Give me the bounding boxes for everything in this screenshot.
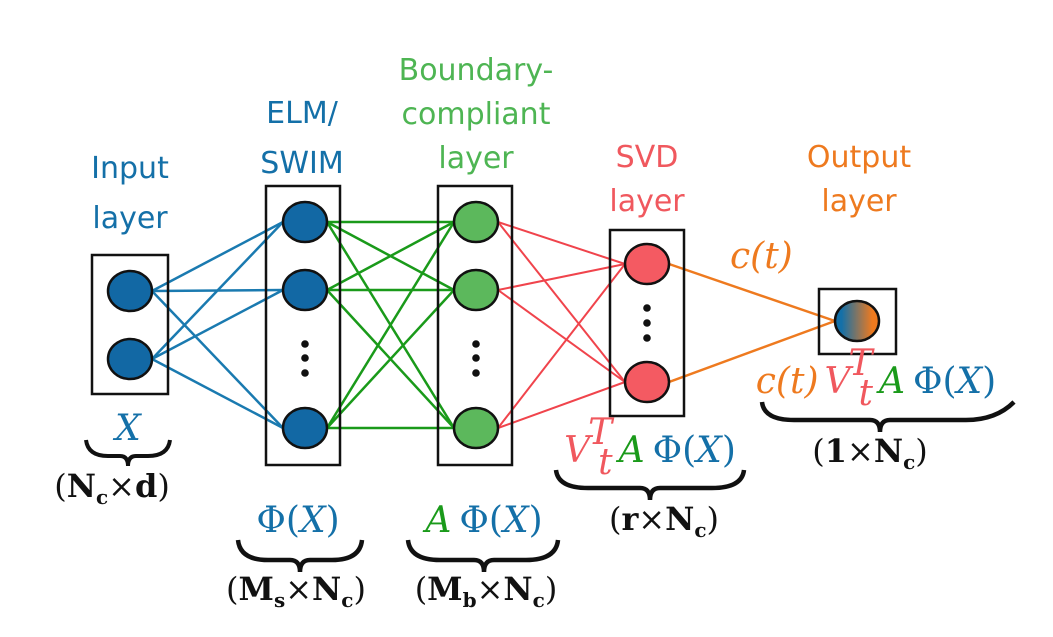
elm-node (281, 406, 329, 450)
title-line: Input (91, 151, 169, 186)
connection-line (151, 221, 284, 360)
connection-line (151, 357, 284, 430)
elm-brace (235, 539, 365, 573)
elm-layer-box (264, 184, 342, 467)
connection-line (497, 263, 626, 291)
boundary-dims: (Mb×Nc) (415, 570, 558, 612)
output-layer-box (817, 287, 898, 356)
boundary-layer-title: Boundary- compliant layer (399, 53, 554, 176)
input-nodes (106, 269, 154, 381)
output-dims: (1×Nc) (812, 432, 927, 474)
elm-nodes (281, 200, 329, 450)
elm-node (281, 268, 329, 312)
title-line: layer (438, 141, 514, 176)
title-line: layer (609, 184, 685, 219)
input-layer-title: Input layer (91, 151, 169, 236)
svd-dims: (r×Nc) (609, 500, 719, 542)
title-line: layer (92, 201, 168, 236)
connection-line (151, 220, 284, 293)
input-layer-box (90, 253, 170, 396)
svd-layer-title: SVD layer (609, 140, 685, 219)
connection-line (497, 381, 626, 429)
input-node (106, 337, 154, 381)
edge-label-ct: c(t) (730, 236, 793, 277)
svd-node (623, 360, 671, 404)
title-line: Boundary- (399, 53, 554, 88)
elm-to-boundary-connections (325, 220, 456, 430)
boundary-brace (405, 539, 561, 573)
boundary-node (452, 268, 500, 312)
connection-line (326, 220, 455, 292)
elm-dims: (Ms×Nc) (226, 570, 366, 612)
title-line: SVD (616, 140, 679, 175)
elm-math: Φ(X) (256, 500, 339, 541)
input-math: X (112, 408, 142, 449)
connection-line (151, 290, 284, 429)
boundary-nodes (452, 200, 500, 450)
connection-line (151, 288, 284, 361)
svd-node (623, 242, 671, 286)
connection-line (497, 263, 626, 429)
output-node (833, 299, 881, 343)
connection-line (497, 289, 626, 383)
input-brace (84, 439, 172, 467)
input-to-elm-connections (151, 220, 284, 430)
output-brace (759, 400, 1016, 433)
ellipsis-icon (301, 340, 309, 377)
input-dims: (Nc×d) (54, 467, 170, 509)
elm-layer-title: ELM/ SWIM (260, 96, 343, 181)
connection-line (668, 319, 836, 384)
connection-line (497, 221, 626, 383)
boundary-node (452, 406, 500, 450)
boundary-layer-box (436, 184, 514, 467)
title-line: layer (821, 184, 897, 219)
connection-line (326, 289, 455, 429)
output-layer-title: Output layer (807, 140, 911, 219)
title-line: compliant (402, 97, 551, 132)
title-line: SWIM (260, 146, 343, 181)
svd-to-output-connections (668, 262, 836, 384)
title-line: Output (807, 140, 911, 175)
boundary-to-svd-connections (497, 221, 626, 429)
connection-line (668, 262, 836, 323)
boundary-node (452, 200, 500, 244)
input-node (106, 269, 154, 313)
ellipsis-icon (643, 304, 651, 342)
title-line: ELM/ (266, 96, 339, 131)
connection-line (497, 221, 626, 265)
svd-brace (553, 469, 747, 501)
svd-layer-box (608, 228, 686, 418)
ellipsis-icon (472, 340, 480, 377)
connection-line (325, 221, 456, 429)
elm-node (281, 200, 329, 244)
svd-nodes (623, 242, 671, 404)
